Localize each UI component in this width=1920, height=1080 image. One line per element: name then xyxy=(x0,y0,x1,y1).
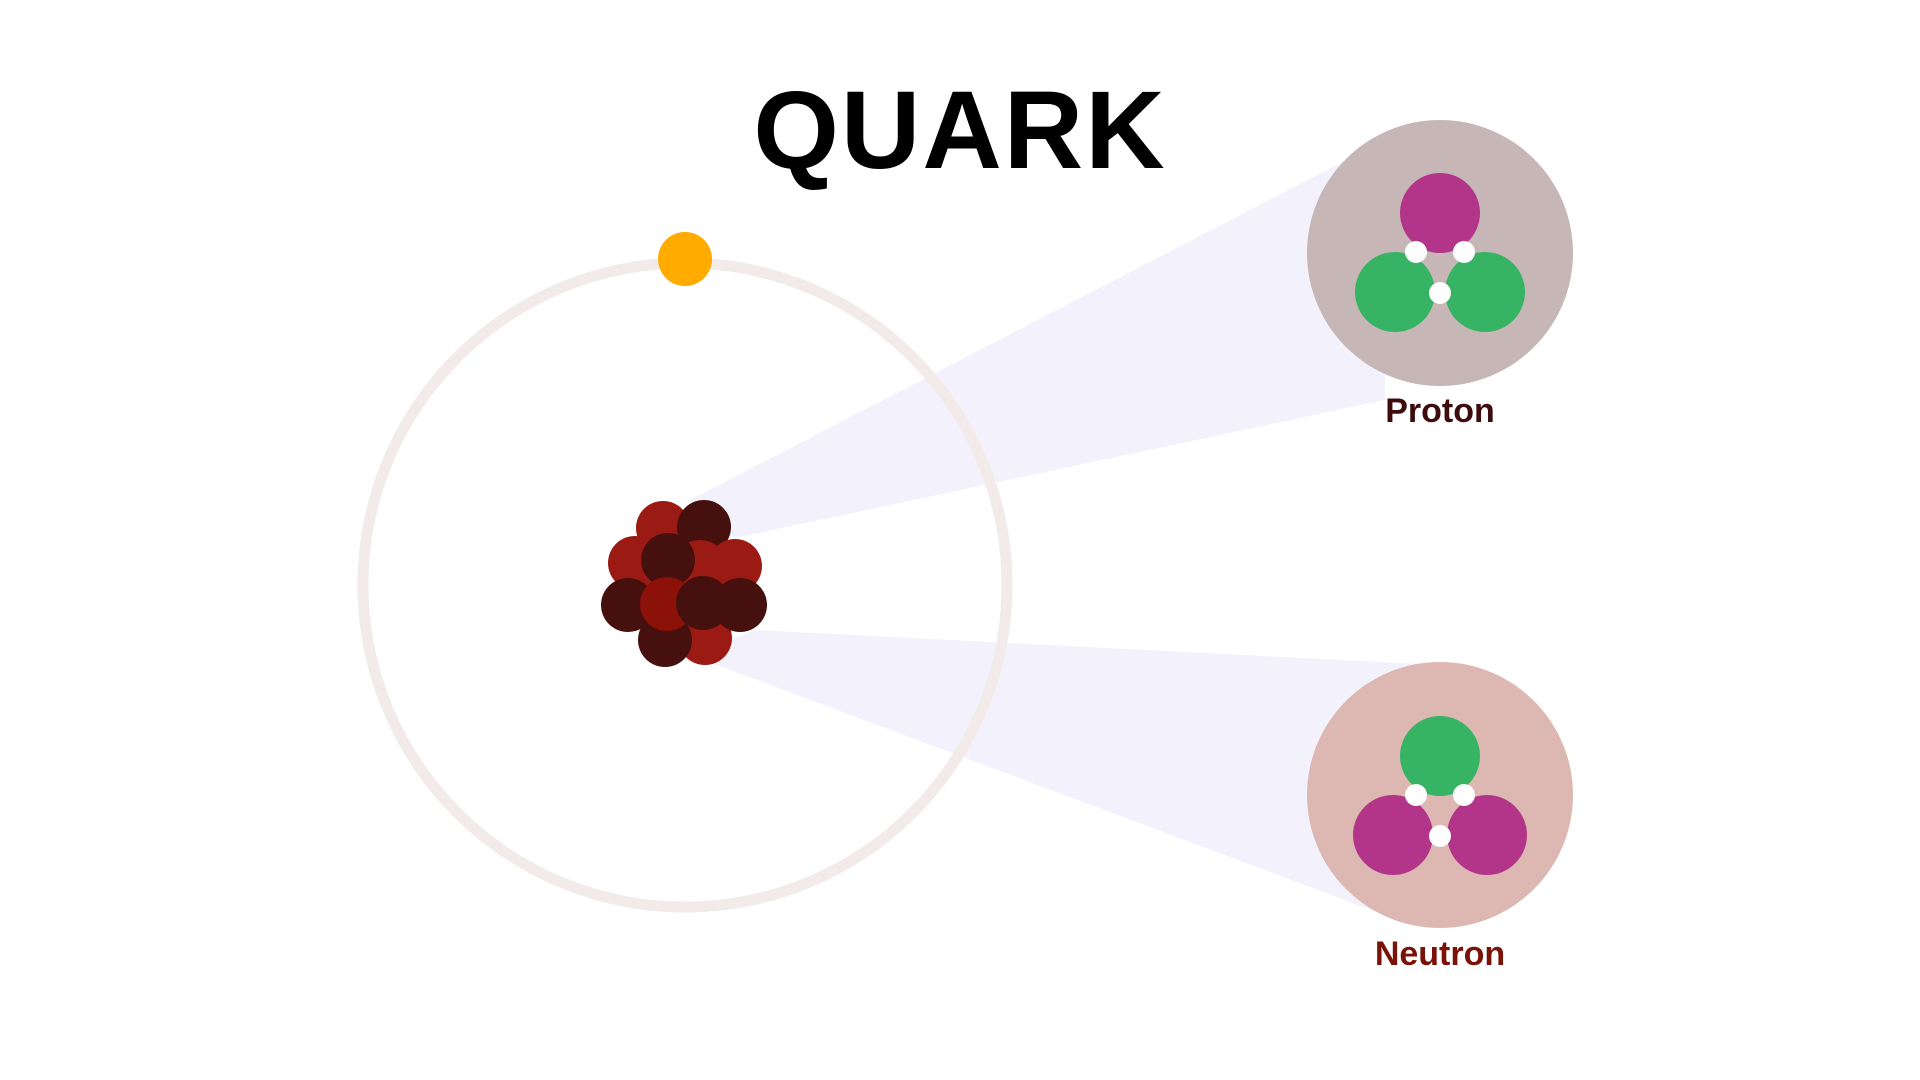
nucleon xyxy=(677,500,731,554)
gluon-dot xyxy=(1429,825,1451,847)
quark-magenta xyxy=(1353,795,1433,875)
gluon-dot xyxy=(1405,241,1427,263)
gluon-dot xyxy=(1453,241,1475,263)
quark-green xyxy=(1445,252,1525,332)
quark-magenta xyxy=(1400,173,1480,253)
proton-group xyxy=(1307,120,1573,386)
quark-magenta xyxy=(1447,795,1527,875)
quark-green xyxy=(1355,252,1435,332)
gluon-dot xyxy=(1453,784,1475,806)
electron xyxy=(658,232,712,286)
neutron-group xyxy=(1307,662,1573,928)
neutron-label: Neutron xyxy=(1375,935,1505,973)
neutron-zoom-beam xyxy=(690,630,1440,915)
gluon-dot xyxy=(1405,784,1427,806)
proton-zoom-beam xyxy=(690,140,1385,538)
nucleon xyxy=(641,533,695,587)
quark-green xyxy=(1400,716,1480,796)
nucleus xyxy=(601,500,767,667)
nucleon xyxy=(601,578,655,632)
page-title: QUARK xyxy=(753,69,1166,192)
gluon-dot xyxy=(1429,282,1451,304)
nucleon xyxy=(676,576,730,630)
proton-label: Proton xyxy=(1385,392,1495,430)
